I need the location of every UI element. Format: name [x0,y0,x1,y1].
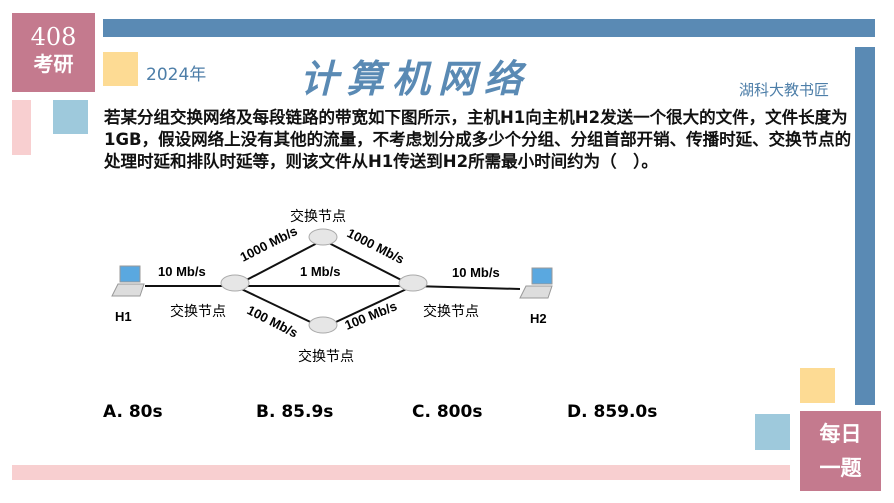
light-blue-square [53,100,88,134]
option-a[interactable]: A. 80s [103,402,163,422]
link-bot-s2 [322,285,414,329]
bottom-yellow-square [800,368,835,403]
link-top-s2 [322,239,414,287]
node-label: 交换节点 [298,348,354,365]
link-s1-bot [234,285,324,329]
host-h1: H1 [115,309,132,324]
link-s1-top [234,239,324,287]
top-blue-bar [103,19,875,37]
link-label: 100 Mb/s [343,298,400,332]
right-blue-bar [855,47,875,405]
switch-icon [220,228,428,334]
yellow-square [103,52,138,86]
bottom-blue-square [755,414,790,450]
link-label: 10 Mb/s [158,264,206,279]
author-label: 湖科大教书匠 [739,81,830,99]
badge-number: 408 [30,23,77,51]
node-label: 交换节点 [290,208,346,225]
daily-question-badge: 每日 一题 [800,411,881,491]
badge-line2: 一题 [819,456,862,480]
badge-408: 408 考研 [12,13,95,92]
question-text: 若某分组交换网络及每段链路的带宽如下图所示，主机H1向主机H2发送一个很大的文件… [104,108,852,171]
page-title: 计算机网络 [300,56,531,101]
link-label: 1 Mb/s [300,264,340,279]
node-label: 交换节点 [170,303,226,320]
link-s2-h2 [412,285,521,290]
node-label: 交换节点 [423,303,479,320]
bottom-pink-bar [12,465,790,480]
host-h2: H2 [530,311,547,326]
badge-text: 考研 [33,52,74,76]
link-label: 1000 Mb/s [345,225,407,267]
option-d[interactable]: D. 859.0s [567,402,658,422]
laptop-icon [111,265,553,299]
link-label: 100 Mb/s [245,302,301,340]
option-c[interactable]: C. 800s [412,402,483,422]
pink-strip [12,100,31,155]
link-label: 1000 Mb/s [238,223,300,265]
year-label: 2024年 [146,65,207,85]
option-b[interactable]: B. 85.9s [256,402,334,422]
link-label: 10 Mb/s [452,265,500,280]
badge-line1: 每日 [819,422,862,446]
